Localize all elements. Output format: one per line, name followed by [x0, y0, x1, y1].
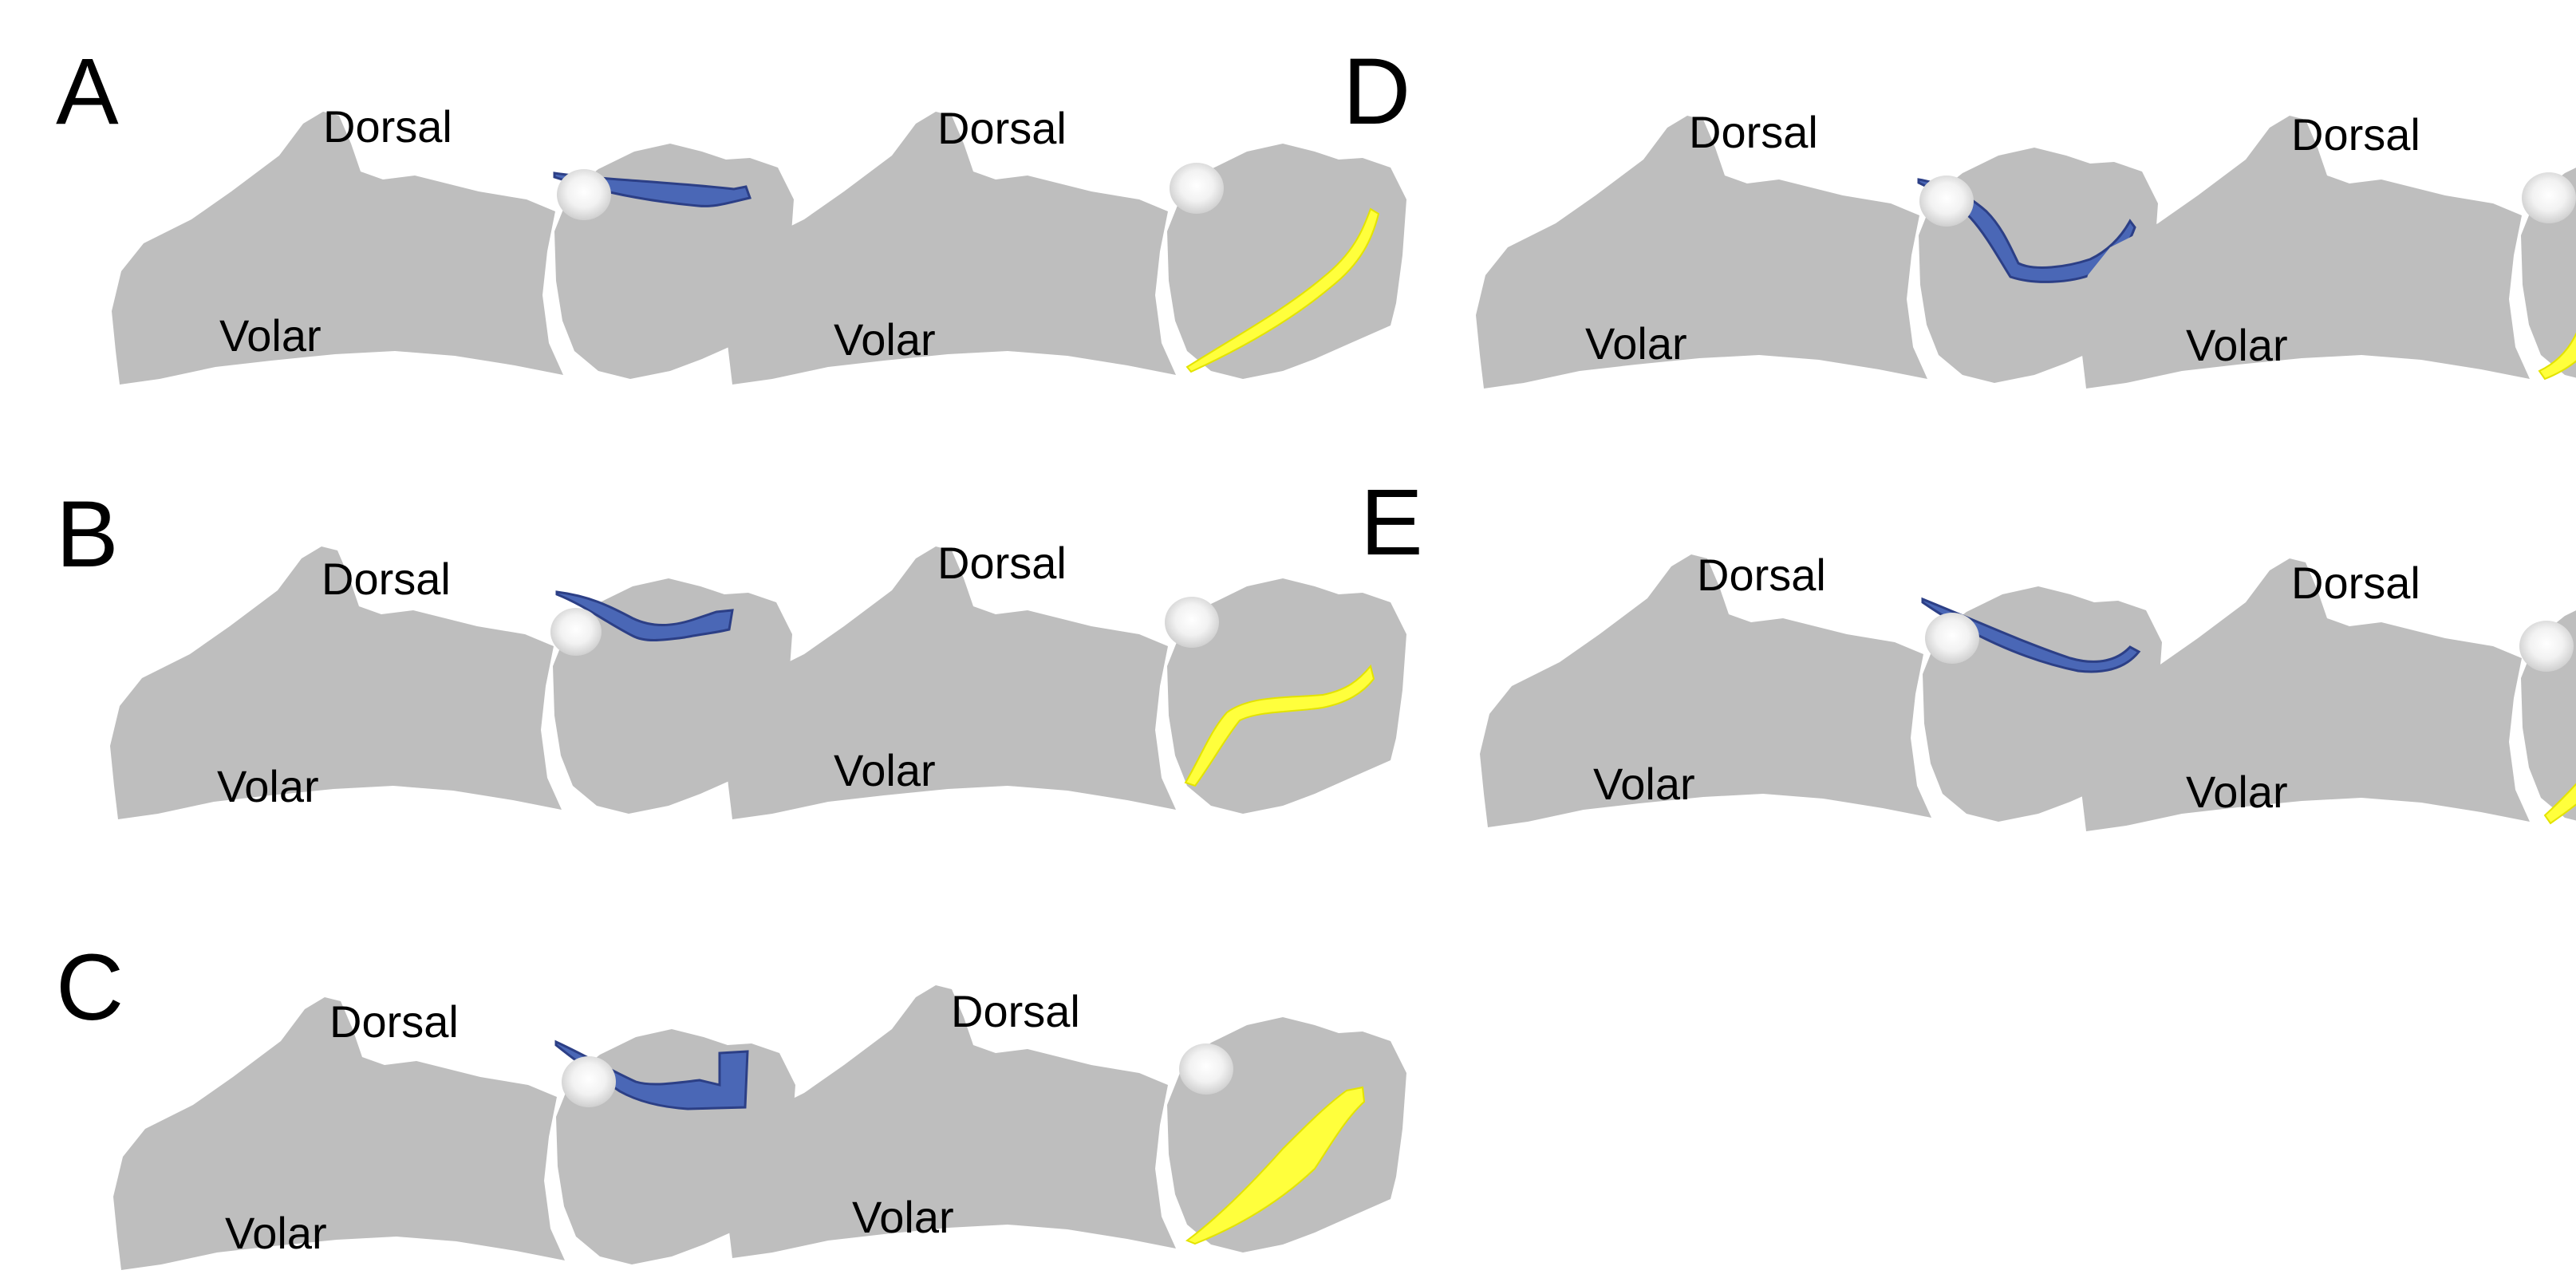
attachment-spot — [550, 608, 602, 656]
volar-label: Volar — [1585, 318, 1687, 369]
attachment-spot — [1179, 1043, 1233, 1095]
volar-label: Volar — [219, 310, 322, 361]
attachment-spot — [562, 1056, 616, 1107]
volar-label: Volar — [834, 745, 936, 795]
attachment-spot — [1170, 163, 1224, 214]
dorsal-label: Dorsal — [2291, 109, 2420, 160]
dorsal-label: Dorsal — [1689, 107, 1818, 157]
attachment-spot — [557, 169, 611, 220]
attachment-spot — [1925, 613, 1979, 664]
volar-label: Volar — [2186, 320, 2288, 370]
volar-label: Volar — [1593, 759, 1695, 809]
panel-letter-a: A — [56, 39, 119, 144]
dorsal-label: Dorsal — [937, 103, 1067, 153]
dorsal-label: Dorsal — [2291, 558, 2420, 608]
panel-b-dorsal-view — [110, 546, 792, 819]
dorsal-label: Dorsal — [937, 538, 1067, 588]
volar-label: Volar — [225, 1208, 327, 1258]
volar-label: Volar — [2186, 767, 2288, 817]
panel-letter-e: E — [1360, 470, 1423, 575]
panel-letter-d: D — [1343, 39, 1410, 144]
dorsal-label: Dorsal — [329, 996, 459, 1047]
panel-a-dorsal-view — [112, 112, 794, 385]
dorsal-label: Dorsal — [1697, 550, 1826, 600]
panel-letter-b: B — [56, 482, 119, 587]
panel-letter-c: C — [56, 935, 124, 1040]
bone-left — [112, 112, 563, 385]
volar-label: Volar — [852, 1192, 954, 1242]
attachment-spot — [2519, 621, 2574, 672]
dorsal-label: Dorsal — [951, 986, 1080, 1036]
volar-label: Volar — [217, 761, 319, 811]
attachment-spot — [1165, 597, 1219, 648]
dorsal-label: Dorsal — [322, 554, 451, 604]
volar-label: Volar — [834, 314, 936, 365]
dorsal-label: Dorsal — [323, 101, 452, 152]
attachment-spot — [1919, 176, 1974, 227]
attachment-spot — [2522, 172, 2576, 223]
